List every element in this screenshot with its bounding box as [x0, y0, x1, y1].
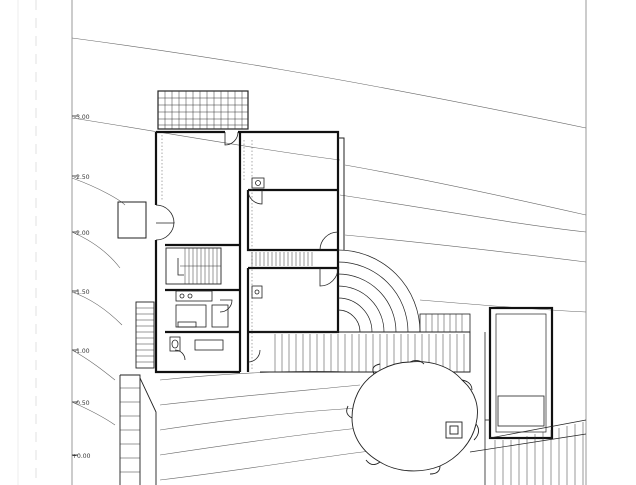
terrain-contours — [71, 37, 587, 481]
house-walls — [154, 130, 345, 374]
elevation-scale — [72, 115, 78, 456]
elevation-label: -1.50 — [74, 289, 90, 296]
corridor-stair — [251, 252, 313, 266]
fixtures — [169, 177, 265, 352]
lower-deck — [469, 419, 587, 485]
tree-symbol — [346, 359, 479, 475]
hidden-lines — [161, 135, 253, 370]
annex-building — [484, 306, 554, 485]
top-terrace — [157, 90, 249, 130]
terrace-steps — [419, 313, 471, 333]
sheet-borders — [17, 0, 587, 485]
elevation-labels: -3.00 -2.50 -2.00 -1.50 -1.00 -0.50 +0.0… — [72, 114, 91, 460]
doors — [155, 131, 339, 363]
elevation-label: +0.00 — [72, 453, 91, 460]
interior-stair — [165, 247, 222, 285]
elevation-label: -1.00 — [74, 348, 90, 355]
elevation-label: -0.50 — [74, 400, 90, 407]
curved-terrace — [337, 249, 421, 333]
left-exterior-stair — [117, 201, 157, 485]
elevation-label: -2.50 — [74, 174, 90, 181]
elevation-label: -2.00 — [74, 230, 90, 237]
elevation-label: -3.00 — [74, 114, 90, 121]
